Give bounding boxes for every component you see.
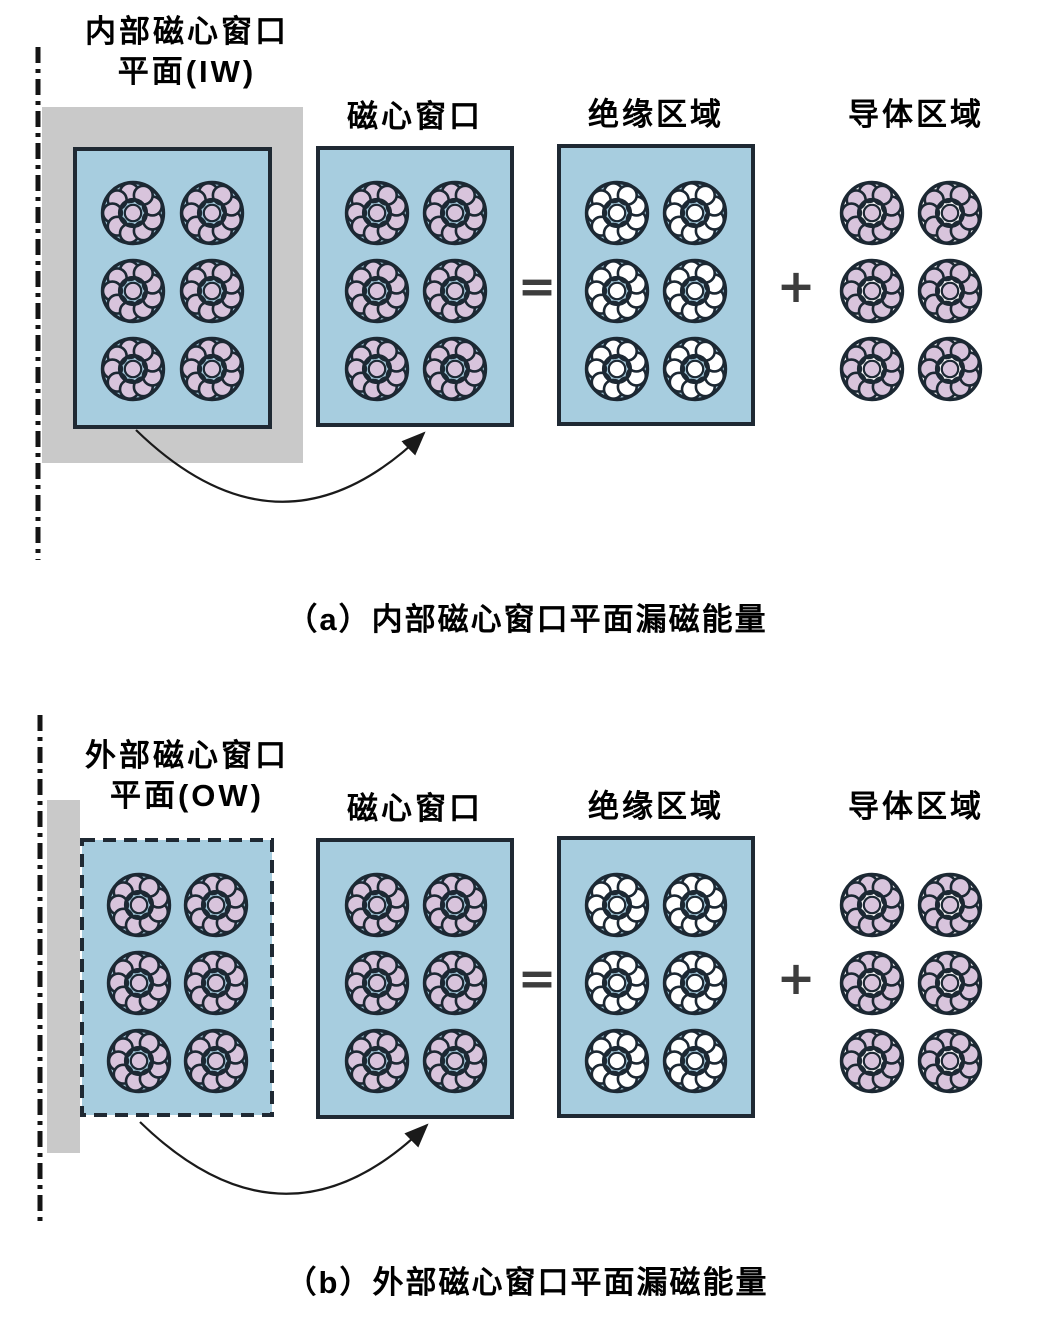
litz-bundle	[422, 180, 488, 246]
litz-bundle	[662, 180, 728, 246]
plus-sign-a: +	[776, 259, 816, 313]
iw-plane-label-line2: 平面(IW)	[117, 54, 257, 89]
litz-bundle	[100, 336, 166, 402]
panel-a-mapping-arrow	[135, 429, 426, 503]
litz-bundle	[917, 180, 983, 246]
panel-a-plane-window-bundles	[100, 180, 245, 402]
litz-bundle	[183, 872, 249, 938]
iw-plane-label-line1: 内部磁心窗口	[85, 14, 289, 49]
litz-bundle	[344, 872, 410, 938]
insulation-region-label-a: 绝缘区域	[588, 97, 724, 132]
litz-bundle	[839, 258, 905, 324]
equals-sign-b: =	[517, 951, 557, 1005]
panel-b-core-region	[47, 800, 80, 1153]
conductor-region-label-a: 导体区域	[848, 97, 984, 132]
litz-bundle	[662, 872, 728, 938]
litz-bundle	[106, 1028, 172, 1094]
litz-bundle	[839, 180, 905, 246]
panel-b-conductor-bundles	[839, 872, 983, 1094]
litz-bundle	[917, 258, 983, 324]
panel-b-core-window-bundles	[344, 872, 488, 1094]
litz-bundle	[839, 950, 905, 1016]
litz-bundle	[422, 1028, 488, 1094]
litz-bundle	[584, 1028, 650, 1094]
litz-bundle	[179, 336, 245, 402]
litz-bundle	[344, 950, 410, 1016]
litz-bundle	[100, 180, 166, 246]
ow-plane-label: 外部磁心窗口 平面(OW)	[85, 736, 289, 816]
litz-bundle	[584, 950, 650, 1016]
caption-b: （b）外部磁心窗口平面漏磁能量	[285, 1265, 769, 1300]
panel-a-core-window-bundles	[344, 180, 488, 402]
caption-a: （a）内部磁心窗口平面漏磁能量	[286, 602, 768, 637]
litz-bundle	[584, 180, 650, 246]
litz-bundle	[917, 1028, 983, 1094]
litz-bundle	[183, 950, 249, 1016]
litz-bundle	[839, 1028, 905, 1094]
litz-bundle	[839, 336, 905, 402]
litz-bundle	[662, 950, 728, 1016]
litz-bundle	[344, 180, 410, 246]
litz-bundle	[106, 950, 172, 1016]
litz-bundle	[179, 180, 245, 246]
litz-bundle	[584, 258, 650, 324]
litz-bundle	[106, 872, 172, 938]
litz-bundle	[422, 258, 488, 324]
ow-plane-label-line2: 平面(OW)	[109, 778, 265, 813]
litz-bundle	[422, 336, 488, 402]
panel-b-mapping-arrow	[139, 1121, 429, 1195]
litz-bundle	[917, 336, 983, 402]
litz-bundle	[100, 258, 166, 324]
litz-bundle	[179, 258, 245, 324]
litz-bundle	[422, 872, 488, 938]
litz-bundle	[344, 336, 410, 402]
litz-bundle	[183, 1028, 249, 1094]
litz-bundle	[662, 258, 728, 324]
litz-bundle	[344, 258, 410, 324]
litz-bundle	[662, 1028, 728, 1094]
panel-b-plane-window-bundles	[106, 872, 249, 1094]
plus-sign-b: +	[776, 951, 816, 1005]
core-window-label-b: 磁心窗口	[347, 791, 483, 826]
insulation-region-label-b: 绝缘区域	[588, 789, 724, 824]
equals-sign-a: =	[517, 259, 557, 313]
panel-b-insulation-bundles	[584, 872, 728, 1094]
panel-a-conductor-bundles	[839, 180, 983, 402]
iw-plane-label: 内部磁心窗口 平面(IW)	[85, 12, 289, 92]
ow-plane-label-line1: 外部磁心窗口	[85, 738, 289, 773]
conductor-region-label-b: 导体区域	[848, 789, 984, 824]
litz-bundle	[839, 872, 905, 938]
litz-bundle	[662, 336, 728, 402]
core-window-label-a: 磁心窗口	[347, 99, 483, 134]
litz-bundle	[422, 950, 488, 1016]
litz-bundle	[584, 872, 650, 938]
litz-bundle	[917, 950, 983, 1016]
litz-bundle	[917, 872, 983, 938]
litz-bundle	[584, 336, 650, 402]
litz-bundle	[344, 1028, 410, 1094]
panel-a-insulation-bundles	[584, 180, 728, 402]
